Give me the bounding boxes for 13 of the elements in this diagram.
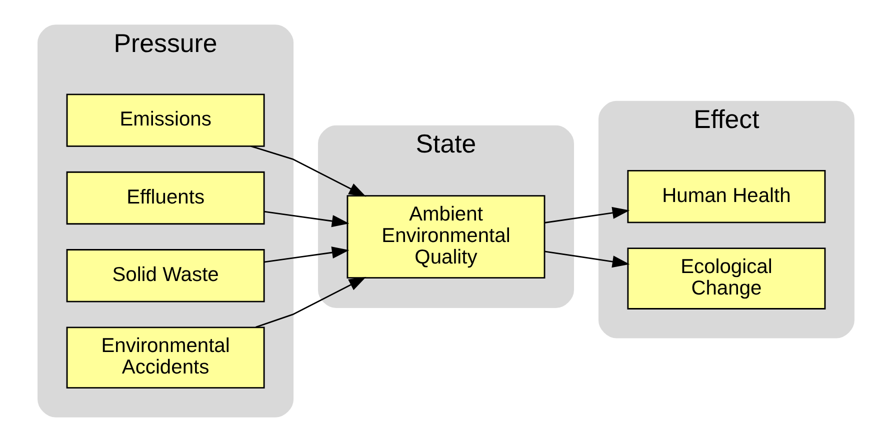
node-box: Effluents xyxy=(66,171,264,225)
node-box: Ambient Environmental Quality xyxy=(346,195,545,279)
node-box: Emissions xyxy=(66,94,264,147)
node-box: Ecological Change xyxy=(626,248,826,310)
arrow xyxy=(255,276,366,328)
node-box: Human Health xyxy=(626,170,826,224)
arrow xyxy=(250,146,366,197)
arrow xyxy=(263,246,349,263)
node-box: Solid Waste xyxy=(66,249,264,302)
arrow xyxy=(263,210,349,228)
arrow xyxy=(544,250,630,268)
node-box: Environmental Accidents xyxy=(66,326,264,389)
arrow xyxy=(544,206,630,224)
